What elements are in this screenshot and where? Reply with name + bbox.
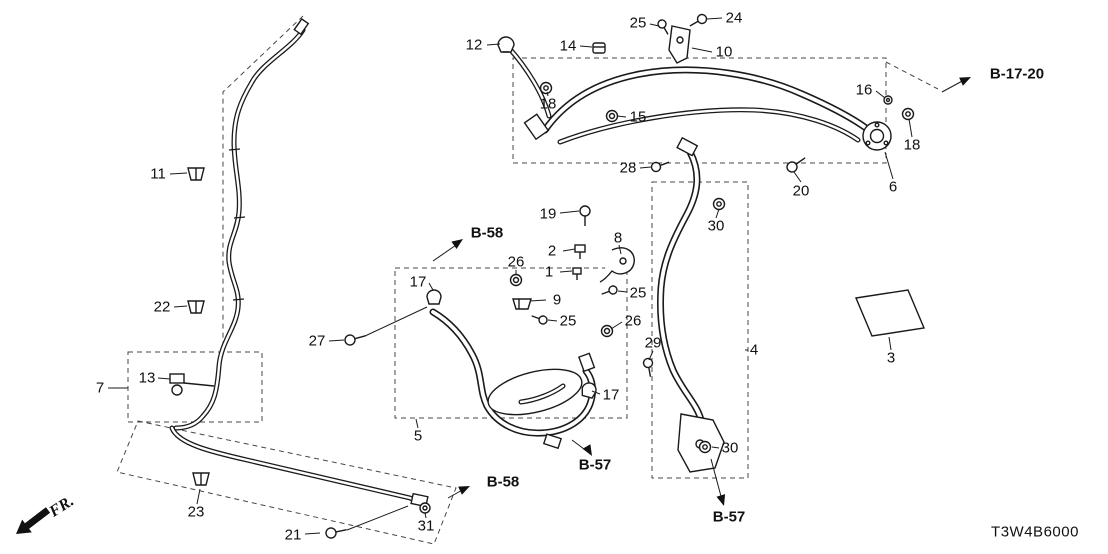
nut-icon-26-upper <box>509 273 523 287</box>
clamp-icon-22 <box>187 300 205 314</box>
clamp-icon-17-lower <box>581 382 597 399</box>
fr-arrow-icon <box>16 507 51 534</box>
bolt-icon-25-mid <box>601 285 618 295</box>
dashed-guides <box>116 15 939 545</box>
valve-icon-2 <box>574 244 586 259</box>
bolt-icon-25-top <box>657 19 669 35</box>
clamp-icon-23 <box>192 472 210 486</box>
receiver-pipe <box>173 17 310 431</box>
nut-icon-26-lower <box>600 324 614 338</box>
bolt-icon-19 <box>579 205 591 226</box>
bracket-icon-10 <box>668 25 691 64</box>
bolt-icon-28 <box>650 161 670 173</box>
bolt-icon-20 <box>786 157 806 173</box>
sensor-icon-13 <box>169 373 215 396</box>
clamp-icon-12 <box>497 36 515 53</box>
compressor-fitting <box>862 121 892 151</box>
discharge-hose <box>506 45 892 151</box>
reference-arrows <box>432 77 971 506</box>
washer-icon-16 <box>883 95 893 105</box>
grommet-icon-30-bottom <box>698 440 712 454</box>
clamp-icon-9 <box>512 298 532 310</box>
valve-icon-1 <box>572 267 582 280</box>
nut-icon-14 <box>592 42 606 54</box>
bolt-icon-25-low <box>531 315 548 325</box>
nut-icon-15 <box>605 109 619 123</box>
washer-icon-31 <box>419 502 431 514</box>
lower-pipe <box>169 425 429 508</box>
bolt-icon-27 <box>344 334 366 346</box>
clamp-icon-17-upper <box>426 289 442 305</box>
bolt-icon-21 <box>325 527 347 539</box>
parts-icons <box>169 13 925 539</box>
bolt-icon-24 <box>689 13 708 27</box>
bolt-icon-29 <box>642 357 654 377</box>
grommet-icon-30-top <box>712 197 726 211</box>
suction-hose-5 <box>429 308 597 450</box>
plate-icon-3 <box>855 289 925 337</box>
bracket-icon-8 <box>599 247 635 283</box>
leader-lines <box>108 17 913 535</box>
aircon-hose-4 <box>657 136 725 473</box>
grommet-icon-18-left <box>539 81 553 95</box>
clamp-icon-11 <box>187 167 205 181</box>
grommet-icon-18-right <box>901 107 915 121</box>
